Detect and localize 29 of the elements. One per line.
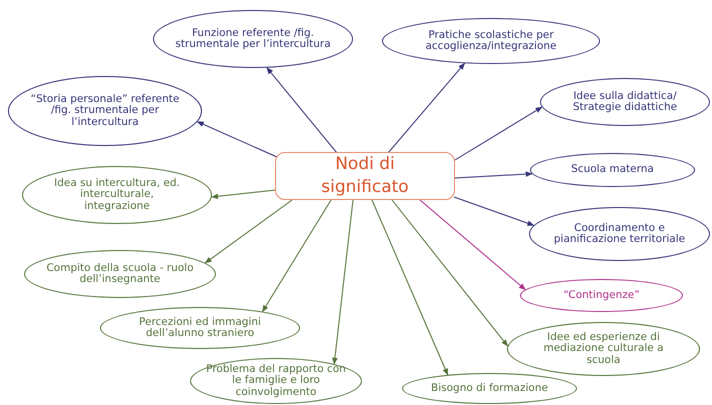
concept-text: Idea su intercultura, ed. interculturale, integrazione (53, 178, 181, 212)
concept-text: Scuola materna (571, 164, 654, 176)
arrow (332, 200, 354, 365)
concept-text: Compito della scuola - ruolo dell’insegnante (45, 262, 195, 286)
concept-ellipse (520, 279, 683, 312)
concept-text: Percezioni ed immagini dell’alunno straniero (138, 316, 262, 340)
concept-text: Idee sulla didattica/ Strategie didattiche (572, 90, 678, 114)
concept-text: Bisogno di formazione (431, 382, 548, 394)
central-concept-box (275, 152, 455, 200)
concept-text: “Storia personale” referente /fig. strumentale per l’intercultura (30, 94, 180, 128)
arrow (420, 200, 526, 290)
arrow (454, 171, 533, 178)
arrow (262, 200, 332, 312)
concept-text: Coordinamento e pianificazione territoriale (552, 222, 686, 246)
arrow (454, 106, 543, 160)
arrow (266, 67, 338, 154)
arrow (204, 200, 292, 264)
arrow (392, 200, 508, 347)
concept-text: “Contingenze” (563, 290, 640, 301)
arrow (211, 190, 276, 200)
arrow (372, 200, 448, 376)
concept-text: Problema del rapporto con le famiglie e loro coinvolgimento (205, 364, 347, 398)
arrow (196, 121, 278, 158)
concept-text: Idee ed esperienze di mediazione culturale a scuola (542, 332, 665, 366)
concept-text: Funzione referente /fig. strumentale per l’intercultura (174, 28, 332, 50)
concept-text: Pratiche scolastiche per accoglienza/integrazione (424, 30, 558, 52)
central-concept-text: Nodi di significato (320, 153, 410, 199)
arrow (454, 196, 534, 226)
arrow (388, 62, 466, 154)
